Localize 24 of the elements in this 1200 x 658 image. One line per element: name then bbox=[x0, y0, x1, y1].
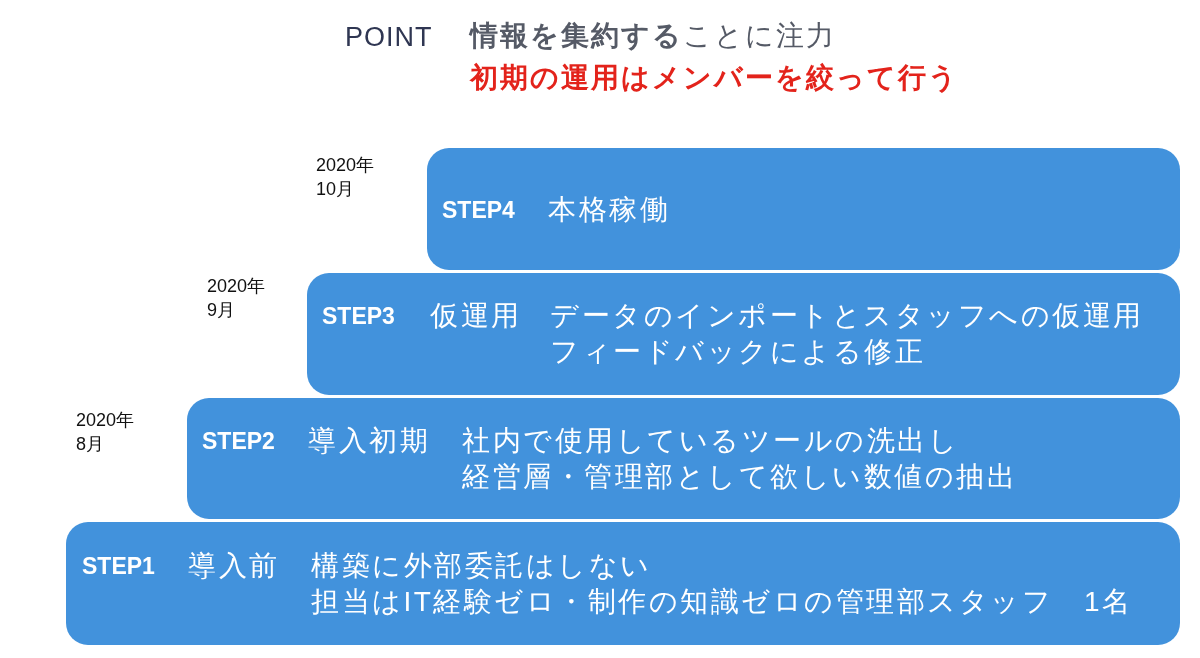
step-description: 経営層・管理部として欲しい数値の抽出 bbox=[462, 460, 1017, 494]
step-number: STEP2 bbox=[202, 427, 275, 456]
step-box bbox=[307, 273, 1180, 395]
step-number: STEP3 bbox=[322, 302, 395, 331]
step-description: データのインポートとスタッフへの仮運用 bbox=[550, 299, 1144, 333]
date-label: 2020年8月 bbox=[76, 409, 136, 456]
date-label: 2020年9月 bbox=[207, 275, 267, 322]
step-title: 導入前 bbox=[188, 549, 280, 583]
step-number: STEP1 bbox=[82, 552, 155, 581]
step-description: 構築に外部委託はしない bbox=[311, 549, 652, 583]
point-heading: POINT bbox=[345, 21, 433, 54]
point-text: 情報を集約することに注力 bbox=[470, 19, 836, 53]
step-box bbox=[427, 148, 1180, 270]
step-description: 社内で使用しているツールの洗出し bbox=[462, 424, 959, 458]
step-title: 導入初期 bbox=[308, 424, 430, 458]
step-description: 担当はIT経験ゼロ・制作の知識ゼロの管理部スタッフ 1名 bbox=[311, 585, 1133, 619]
step-title: 仮運用 bbox=[430, 299, 522, 333]
point-text: 初期の運用はメンバーを絞って行う bbox=[470, 61, 959, 95]
step-description: フィードバックによる修正 bbox=[550, 335, 925, 369]
step-title: 本格稼働 bbox=[548, 193, 670, 227]
step-number: STEP4 bbox=[442, 196, 515, 225]
step-box bbox=[187, 398, 1180, 519]
step-box bbox=[66, 522, 1180, 645]
date-label: 2020年10月 bbox=[316, 154, 376, 201]
